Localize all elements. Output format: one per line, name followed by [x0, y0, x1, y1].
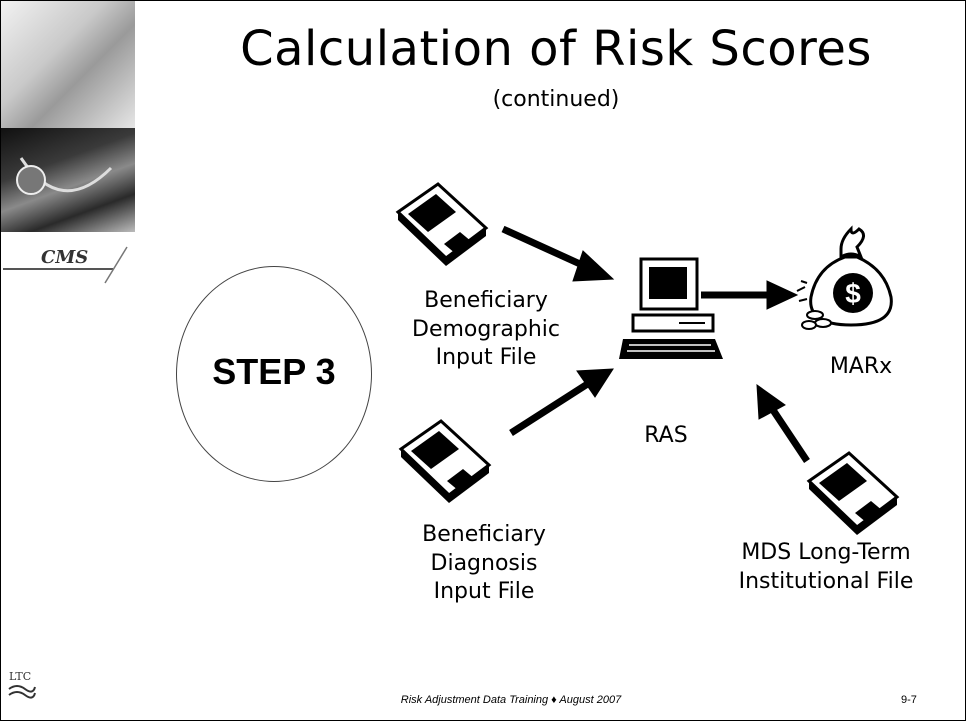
keyboard-stethoscope-photo-image — [1, 128, 135, 232]
money-bag-icon: $ — [796, 225, 893, 330]
ras-label: RAS — [644, 423, 688, 448]
svg-text:LTC: LTC — [9, 670, 31, 683]
footer-text: Risk Adjustment Data Training ♦ August 2… — [400, 694, 622, 706]
floppy-disk-demographic-icon — [396, 182, 488, 268]
svg-text:CMS: CMS — [41, 247, 88, 268]
mds-file-label: MDS Long-Term Institutional File — [738, 540, 914, 594]
arrow-ras-to-marx — [701, 280, 799, 310]
floppy-disk-mds-icon — [807, 451, 899, 537]
ltc-logo: LTC — [7, 667, 37, 701]
diagnosis-file-label: Beneficiary Diagnosis Input File — [422, 522, 546, 605]
floppy-disk-diagnosis-icon — [399, 419, 491, 505]
slide-subtitle: (continued) — [492, 87, 620, 112]
svg-text:$: $ — [845, 278, 861, 309]
step-circle — [176, 266, 372, 482]
cms-logo: CMS — [1, 241, 135, 291]
computer-icon — [619, 257, 723, 359]
arrow-diagnosis-to-ras — [509, 368, 614, 436]
slide-title: Calculation of Risk Scores — [240, 21, 872, 77]
arrow-mds-to-ras — [756, 383, 810, 463]
stethoscope-icon — [16, 157, 113, 195]
medical-photo-image — [1, 1, 135, 128]
marx-label: MARx — [829, 354, 893, 379]
arrow-demographic-to-ras — [501, 225, 615, 282]
page-number: 9-7 — [901, 694, 917, 706]
step-label: STEP 3 — [212, 351, 336, 392]
demographic-file-label: Beneficiary Demographic Input File — [412, 288, 560, 371]
